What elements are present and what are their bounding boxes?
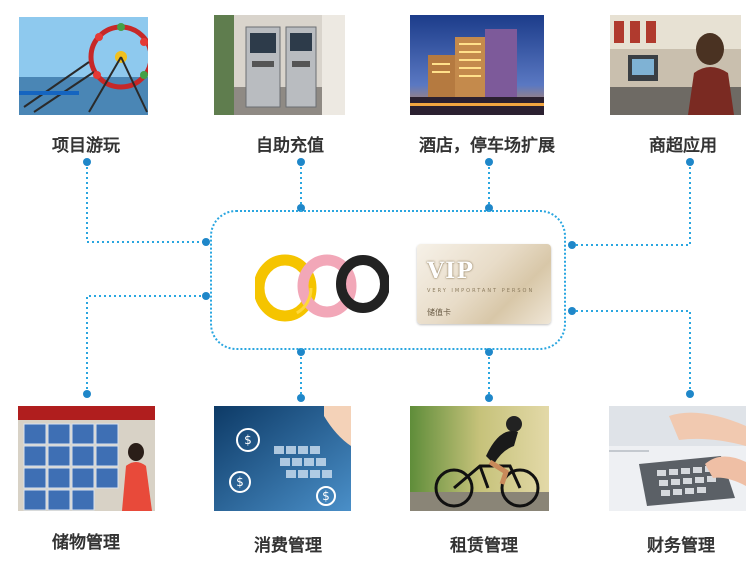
connector-dot [568, 307, 576, 315]
connector-dot [202, 238, 210, 246]
stored-value-card-label: 储值卡 [427, 308, 451, 317]
label-rental: 租赁管理 [450, 536, 518, 556]
payment-keyboard-photo: $ $ $ [214, 406, 351, 511]
connector-dot [485, 394, 493, 402]
ferris-wheel-photo [19, 17, 148, 115]
cyclist-photo [410, 406, 549, 511]
label-storage: 储物管理 [52, 533, 120, 553]
connector-dot [686, 158, 694, 166]
silicone-wristbands-photo [255, 244, 389, 324]
label-hotel-parking: 酒店，停车场扩展 [419, 136, 555, 156]
connector-dot [297, 348, 305, 356]
connector-dot [686, 390, 694, 398]
lockers-photo [18, 406, 155, 511]
connector-dot [485, 348, 493, 356]
self-service-kiosk-photo [214, 15, 345, 115]
vip-card: VIP VERY IMPORTANT PERSON 储值卡 [417, 244, 551, 324]
connector-dot [83, 158, 91, 166]
calculator-photo [609, 406, 746, 511]
connector-dot [485, 158, 493, 166]
svg-text:$: $ [322, 489, 330, 503]
label-supermarket: 商超应用 [649, 136, 717, 156]
connector-dot [83, 390, 91, 398]
label-consumption: 消费管理 [254, 536, 322, 556]
svg-text:$: $ [244, 433, 252, 447]
hub-box [210, 210, 566, 350]
connector-dot [297, 394, 305, 402]
hotel-building-photo [410, 15, 544, 115]
vip-card-subtitle: VERY IMPORTANT PERSON [427, 288, 535, 294]
label-project-play: 项目游玩 [52, 136, 120, 156]
supermarket-checkout-photo [610, 15, 741, 115]
connector-dot [297, 158, 305, 166]
vip-logo: VIP [427, 258, 474, 284]
svg-text:$: $ [236, 475, 244, 489]
connector-dot [202, 292, 210, 300]
connector-dot [568, 241, 576, 249]
label-finance: 财务管理 [647, 536, 715, 556]
label-self-recharge: 自助充值 [256, 136, 324, 156]
